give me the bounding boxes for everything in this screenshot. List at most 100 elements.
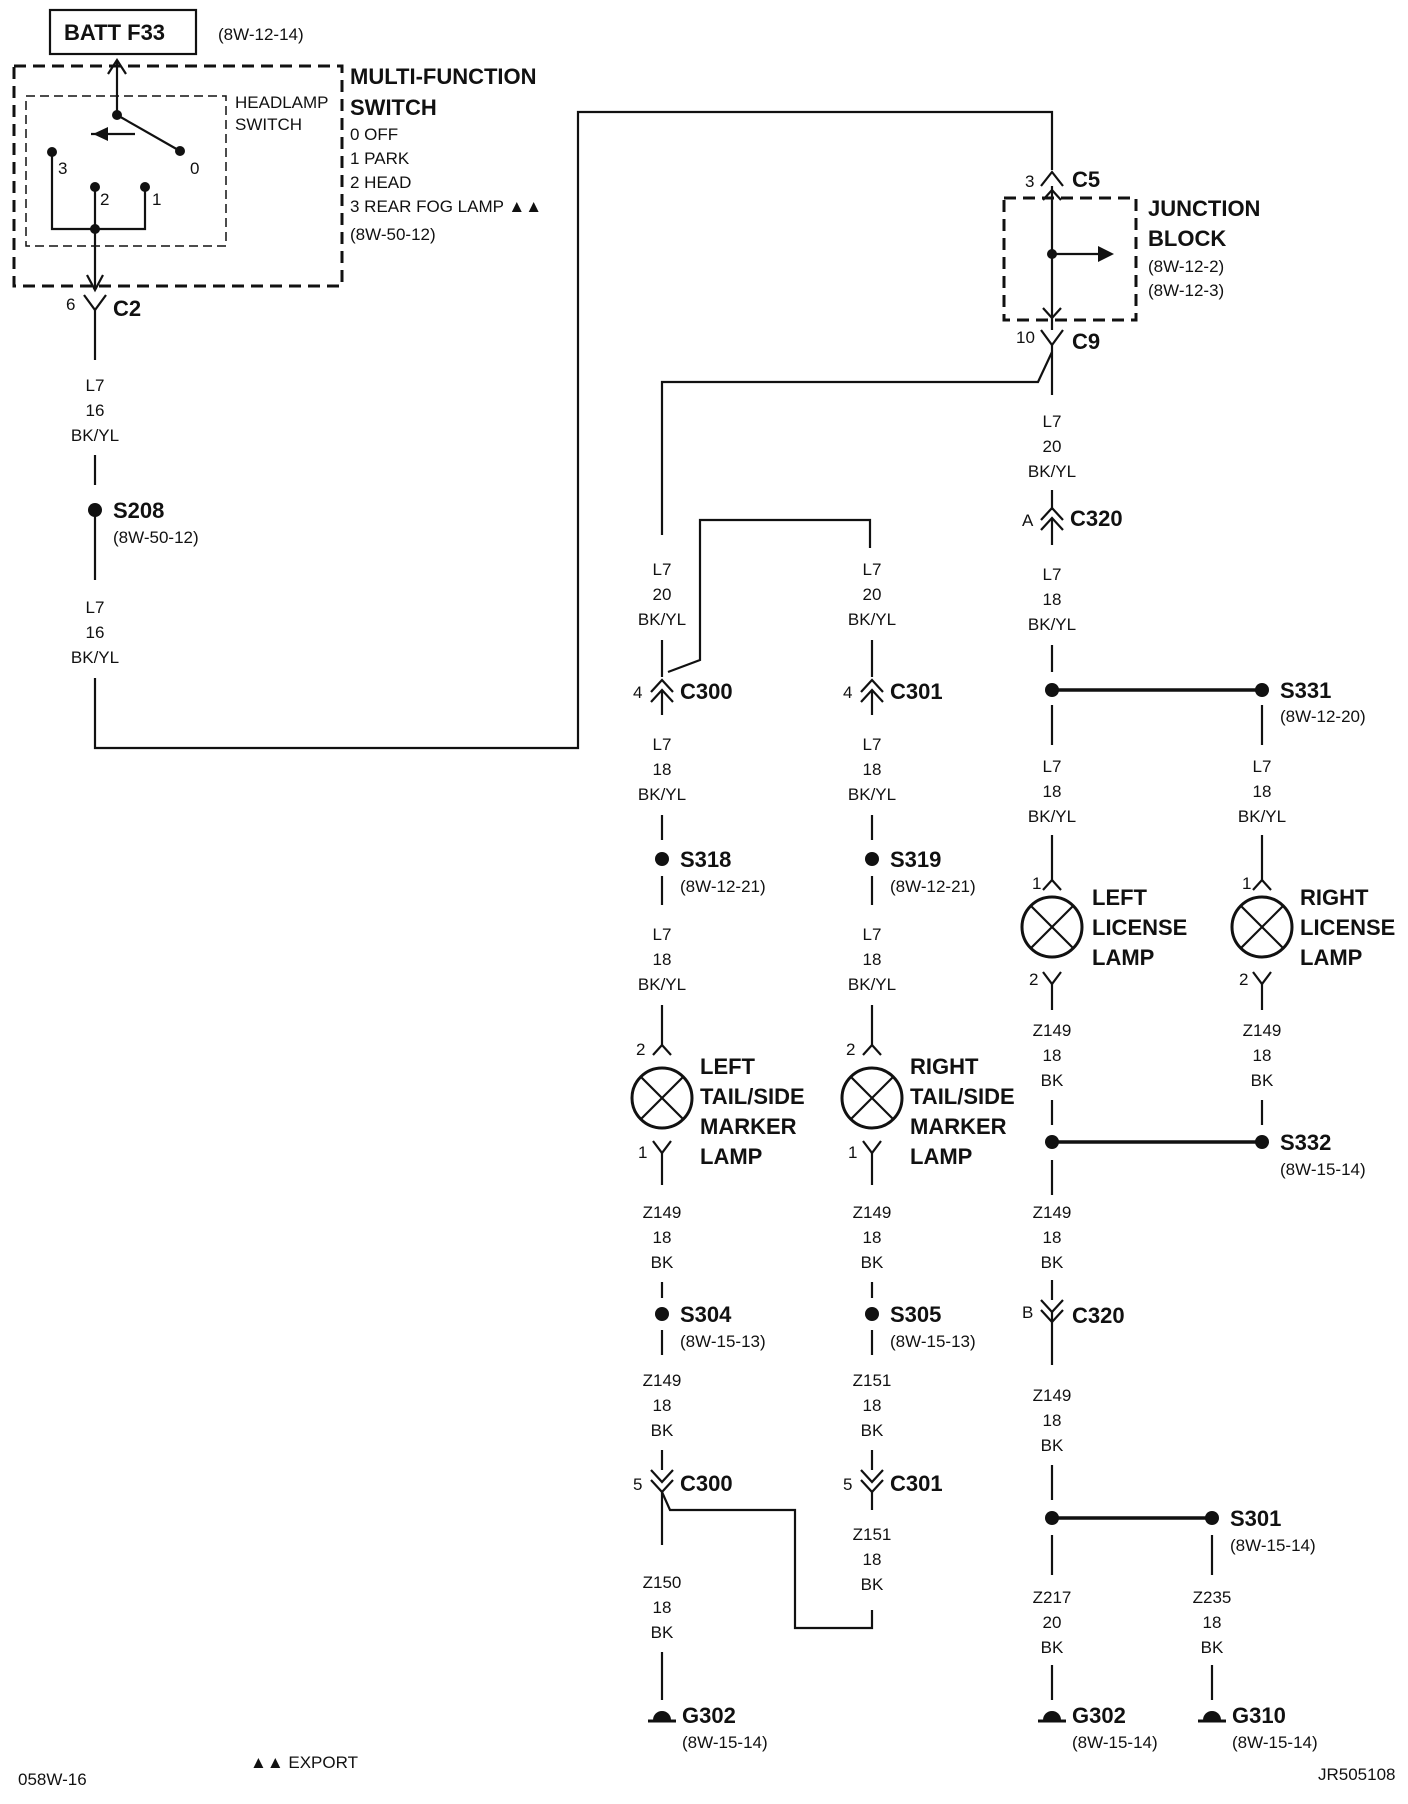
- wire-code: Z149: [1033, 1203, 1072, 1222]
- s305-ref: (8W-15-13): [890, 1332, 976, 1351]
- wire-gauge: 18: [1253, 1046, 1272, 1065]
- c300a-connector: [650, 678, 674, 693]
- left-license-label-3: LAMP: [1092, 945, 1154, 970]
- c320b-connector: [1040, 1299, 1064, 1314]
- contact-0: 0: [190, 159, 199, 178]
- wire-gauge: 18: [863, 950, 882, 969]
- c9-label: C9: [1072, 329, 1100, 354]
- wire-gauge: 20: [1043, 1613, 1062, 1632]
- junction-block-box: [1002, 196, 1138, 322]
- mfs-ref: (8W-50-12): [350, 225, 436, 244]
- s301-ref: (8W-15-14): [1230, 1536, 1316, 1555]
- contact-3: 3: [58, 159, 67, 178]
- right-tail-label-3: MARKER: [910, 1114, 1007, 1139]
- c5-pin: 3: [1025, 172, 1034, 191]
- wire-gauge: 18: [653, 1228, 672, 1247]
- c320b-pin: B: [1022, 1303, 1033, 1322]
- c300b-label: C300: [680, 1471, 733, 1496]
- wire-code: Z217: [1033, 1588, 1072, 1607]
- wire-gauge: 18: [1043, 1228, 1062, 1247]
- s332-label: S332: [1280, 1130, 1331, 1155]
- c301a-connector: [860, 678, 884, 693]
- wire-gauge: 18: [653, 760, 672, 779]
- wire-gauge: 18: [1043, 1411, 1062, 1430]
- wire-code: L7: [653, 925, 672, 944]
- wire-color: BK/YL: [638, 610, 686, 629]
- c2-pin: 6: [66, 295, 75, 314]
- s304-label: S304: [680, 1302, 732, 1327]
- wire-code: L7: [653, 735, 672, 754]
- s305-label: S305: [890, 1302, 941, 1327]
- s305-splice: [865, 1307, 879, 1321]
- wire-color: BK/YL: [1238, 807, 1286, 826]
- wire-gauge: 18: [863, 1550, 882, 1569]
- footer-figure-id: JR505108: [1318, 1765, 1396, 1784]
- wire-code: L7: [86, 598, 105, 617]
- c5-connector: [1040, 170, 1064, 187]
- s331-label: S331: [1280, 678, 1331, 703]
- wire-code: L7: [1043, 565, 1062, 584]
- wire-gauge: 18: [653, 1396, 672, 1415]
- wire-code: L7: [863, 735, 882, 754]
- wire-color: BK: [1041, 1253, 1064, 1272]
- wire-code: L7: [86, 376, 105, 395]
- c301b-connector: [860, 1469, 884, 1484]
- c300b-connector: [650, 1469, 674, 1484]
- s208-label: S208: [113, 498, 164, 523]
- wire-gauge: 18: [863, 760, 882, 779]
- wire-color: BK: [651, 1253, 674, 1272]
- g302a-ground-icon: [648, 1711, 676, 1723]
- left-tail-label-4: LAMP: [700, 1144, 762, 1169]
- s301-label: S301: [1230, 1506, 1281, 1531]
- c300a-pin: 4: [633, 683, 642, 702]
- right-tail-label-1: RIGHT: [910, 1054, 979, 1079]
- s331-ref: (8W-12-20): [1280, 707, 1366, 726]
- c300a-label: C300: [680, 679, 733, 704]
- s304-splice: [655, 1307, 669, 1321]
- left-license-label-1: LEFT: [1092, 885, 1148, 910]
- g302b-ref: (8W-15-14): [1072, 1733, 1158, 1752]
- wire-color: BK/YL: [1028, 807, 1076, 826]
- junction-title-1: JUNCTION: [1148, 196, 1260, 221]
- wire-gauge: 18: [863, 1228, 882, 1247]
- c2-label: C2: [113, 296, 141, 321]
- contact-1: 1: [152, 190, 161, 209]
- g302a-label: G302: [682, 1703, 736, 1728]
- wire-code: L7: [1043, 757, 1062, 776]
- c320b-label: C320: [1072, 1303, 1125, 1328]
- wire-gauge: 16: [86, 401, 105, 420]
- wire-code: Z149: [1033, 1021, 1072, 1040]
- s301-splice: [1205, 1511, 1219, 1525]
- wire-color: BK: [651, 1623, 674, 1642]
- g310-label: G310: [1232, 1703, 1286, 1728]
- right-tail-label-4: LAMP: [910, 1144, 972, 1169]
- c320a-connector: [1040, 506, 1064, 521]
- mfs-position-0: 0 OFF: [350, 125, 398, 144]
- rl-pin-top: 1: [1242, 874, 1251, 893]
- headlamp-switch-label-2: SWITCH: [235, 115, 302, 134]
- s318-splice: [655, 852, 669, 866]
- mfs-title-2: SWITCH: [350, 95, 437, 120]
- wire-color: BK: [1251, 1071, 1274, 1090]
- junction-ref-1: (8W-12-2): [1148, 257, 1224, 276]
- right-tail-label-2: TAIL/SIDE: [910, 1084, 1015, 1109]
- batt-ref: (8W-12-14): [218, 25, 304, 44]
- wire-gauge: 20: [653, 585, 672, 604]
- wire-color: BK: [861, 1421, 884, 1440]
- wire-code: Z149: [1243, 1021, 1282, 1040]
- wire-code: L7: [1043, 412, 1062, 431]
- footer-page-code: 058W-16: [18, 1770, 87, 1789]
- wire-code: L7: [1253, 757, 1272, 776]
- s208-ref: (8W-50-12): [113, 528, 199, 547]
- wire-gauge: 18: [1043, 782, 1062, 801]
- g302b-ground-icon: [1038, 1711, 1066, 1723]
- g310-ground-icon: [1198, 1711, 1226, 1723]
- c320a-label: C320: [1070, 506, 1123, 531]
- wire-gauge: 18: [1253, 782, 1272, 801]
- wire-color: BK/YL: [638, 975, 686, 994]
- c9-connector: [1040, 329, 1064, 347]
- s319-splice: [865, 852, 879, 866]
- wire-color: BK: [651, 1421, 674, 1440]
- wire-color: BK/YL: [1028, 462, 1076, 481]
- wire-color: BK/YL: [638, 785, 686, 804]
